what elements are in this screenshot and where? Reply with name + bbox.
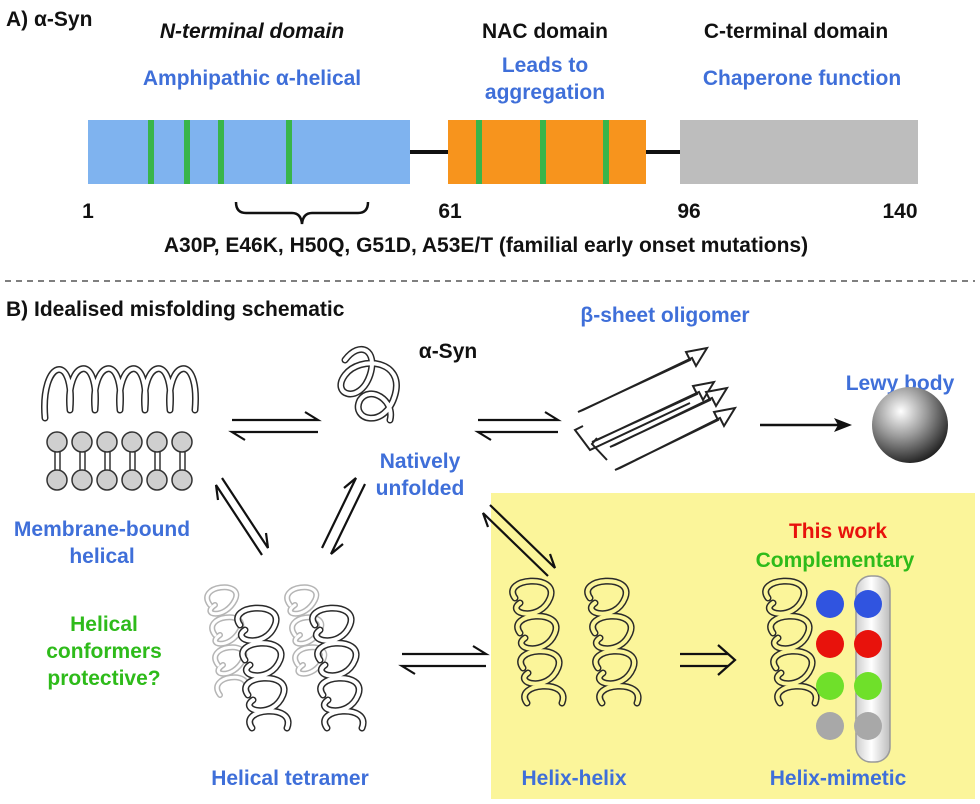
position-1: 1 — [82, 200, 94, 223]
dot-red-left — [816, 630, 844, 658]
helical-q-line2: conformers — [46, 640, 162, 663]
mutation-stripe — [540, 120, 546, 184]
mutation-stripe — [184, 120, 190, 184]
dot-green-right — [854, 672, 882, 700]
dot-blue-left — [816, 590, 844, 618]
helix-mimetic-helix-icon — [762, 577, 820, 707]
panel-b-title: B) Idealised misfolding schematic — [6, 298, 345, 321]
residue-dots — [816, 590, 882, 740]
c-domain-bar — [680, 120, 918, 184]
this-work-label: This work — [789, 520, 887, 543]
equilibrium-arrows-unfolded-helixhelix — [481, 504, 557, 577]
helical-tetramer-label: Helical tetramer — [211, 767, 369, 790]
implies-arrow — [680, 644, 737, 676]
mutation-stripe — [603, 120, 609, 184]
membrane-line1: Membrane-bound — [14, 518, 190, 541]
equilibrium-arrows-unfolded-beta — [474, 411, 562, 441]
natively-line1: Natively — [380, 450, 461, 473]
beta-sheet-label: β-sheet oligomer — [580, 304, 749, 327]
n-function-label: Amphipathic α-helical — [143, 67, 361, 90]
arrow-to-lewy-body — [760, 418, 852, 432]
nac-function-line1: Leads to — [502, 54, 588, 77]
membrane-bound-helix-icon — [41, 365, 199, 422]
mutation-stripe — [476, 120, 482, 184]
c-function-label: Chaperone function — [703, 67, 901, 90]
mutation-stripe — [148, 120, 154, 184]
helical-q-line3: protective? — [47, 667, 160, 690]
dot-grey-right — [854, 712, 882, 740]
beta-sheet-icon — [573, 346, 738, 471]
mutations-label: A30P, E46K, H50Q, G51D, A53E/T (familial… — [164, 234, 808, 257]
highlight-box — [491, 493, 975, 799]
dot-green-left — [816, 672, 844, 700]
helical-tetramer-icon — [204, 584, 367, 732]
lipid-bilayer-icon — [46, 431, 193, 491]
n-terminal-domain-label: N-terminal domain — [160, 20, 344, 43]
equilibrium-arrows-membrane-tetramer — [214, 477, 270, 556]
helix-mimetic-label: Helix-mimetic — [770, 767, 907, 790]
unfolded-protein-icon — [337, 345, 400, 424]
mutation-brace — [234, 201, 370, 225]
dot-grey-left — [816, 712, 844, 740]
helical-q-line1: Helical — [70, 613, 138, 636]
mutation-stripe — [286, 120, 292, 184]
c-terminal-domain-label: C-terminal domain — [704, 20, 888, 43]
nac-domain-label: NAC domain — [482, 20, 608, 43]
equilibrium-arrows-tetramer-helixhelix — [398, 645, 490, 675]
position-96: 96 — [677, 200, 700, 223]
mutation-stripe — [218, 120, 224, 184]
position-61: 61 — [438, 200, 462, 223]
dot-red-right — [854, 630, 882, 658]
dot-blue-right — [854, 590, 882, 618]
membrane-line2: helical — [69, 545, 134, 568]
complementary-label: Complementary — [756, 549, 915, 572]
n-domain-bar — [88, 120, 410, 184]
asyn-label: α-Syn — [419, 340, 477, 363]
panel-a-title: A) α-Syn — [6, 8, 92, 31]
nac-function-line2: aggregation — [485, 81, 605, 104]
natively-line2: unfolded — [376, 477, 465, 500]
position-140: 140 — [882, 200, 917, 223]
lewy-body-label: Lewy body — [846, 372, 955, 395]
helix-helix-label: Helix-helix — [521, 767, 626, 790]
helix-helix-icon — [509, 577, 642, 707]
equilibrium-arrows-membrane-unfolded — [228, 411, 322, 441]
equilibrium-arrows-tetramer-unfolded — [321, 477, 366, 555]
lewy-body-sphere — [872, 387, 948, 463]
